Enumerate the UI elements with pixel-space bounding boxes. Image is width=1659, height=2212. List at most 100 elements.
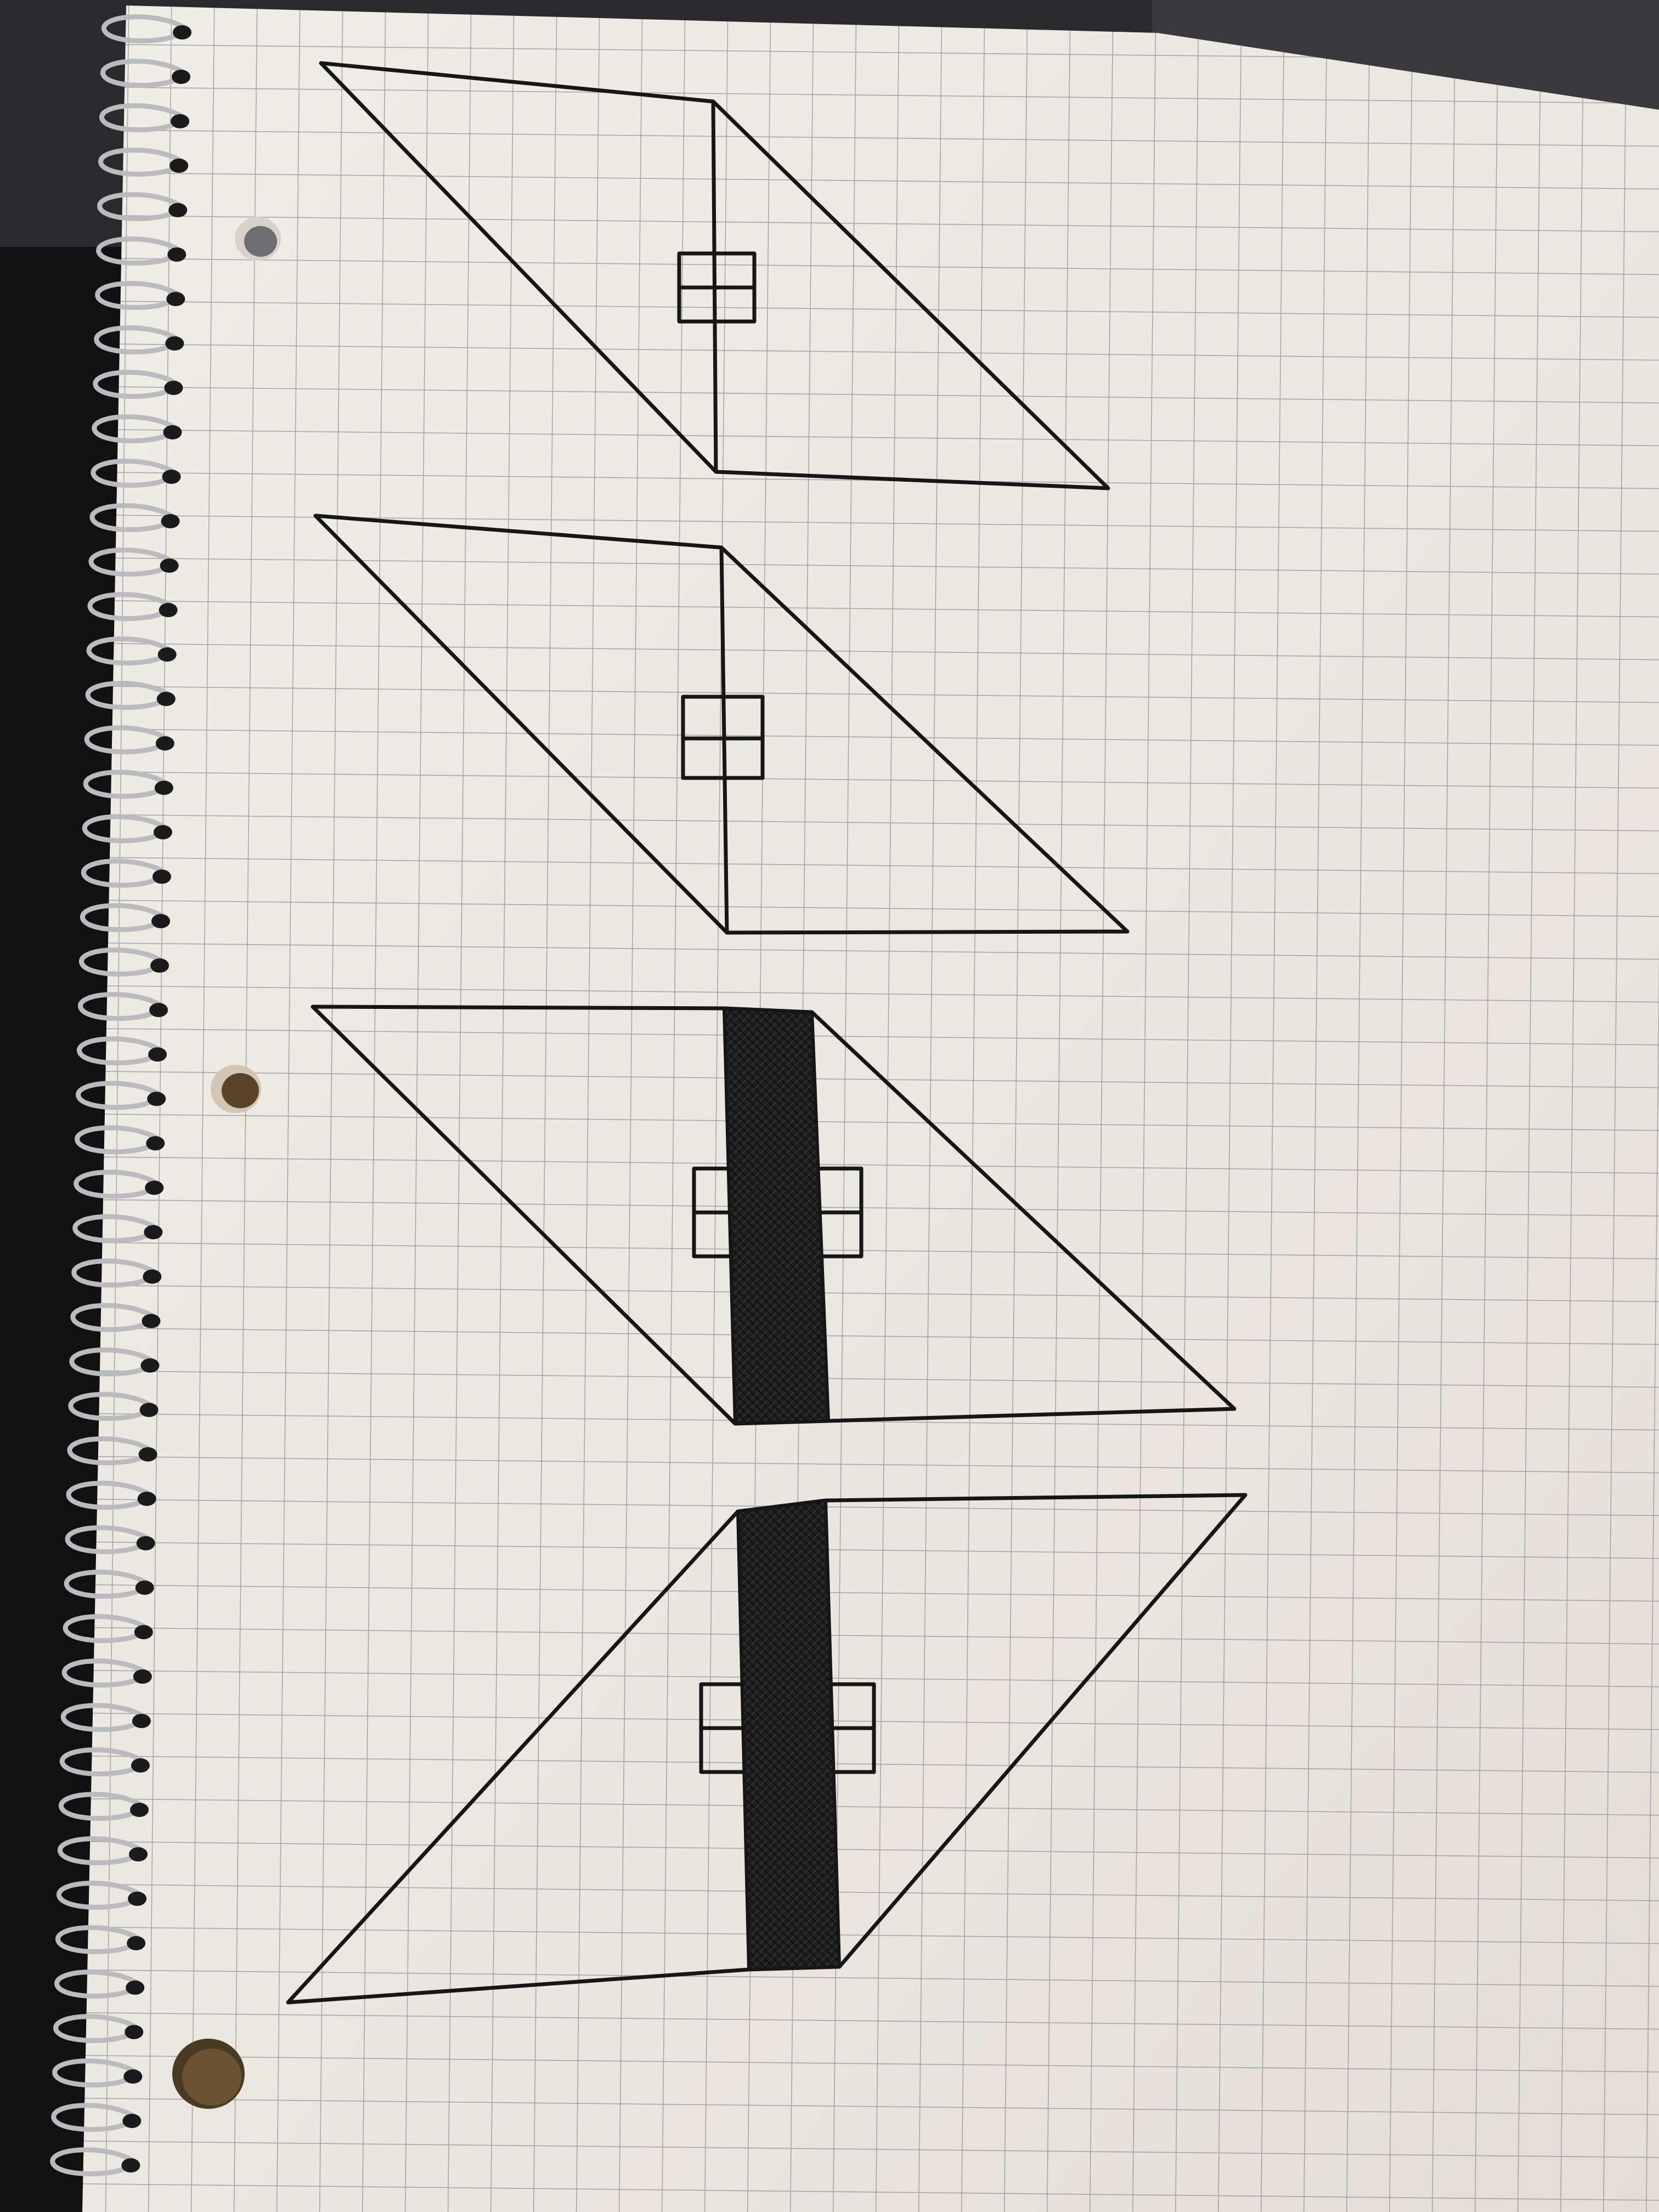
spiral-hole xyxy=(159,603,178,617)
spiral-hole xyxy=(166,292,185,306)
diagram-4 xyxy=(286,1493,1248,2005)
spiral-coil xyxy=(95,281,183,310)
spiral-coil xyxy=(96,236,184,266)
spiral-coil xyxy=(58,1836,145,1865)
spiral-coil xyxy=(50,2147,138,2176)
diagram-3 xyxy=(311,1005,1237,1426)
spiral-coil xyxy=(65,1525,153,1554)
spiral-coil xyxy=(83,770,171,799)
spiral-hole xyxy=(152,870,171,884)
spiral-hole xyxy=(139,1403,159,1417)
hole-bottom-inner xyxy=(182,2049,241,2106)
spiral-hole xyxy=(143,1269,162,1284)
spiral-hole xyxy=(164,381,183,395)
spiral-coil xyxy=(63,1614,151,1643)
spiral-hole xyxy=(147,1092,166,1106)
spiral-hole xyxy=(170,159,189,173)
spiral-hole xyxy=(122,2114,142,2128)
spiral-hole xyxy=(136,1536,155,1550)
diagram-1 xyxy=(319,61,1110,490)
spiral-coil xyxy=(60,1703,149,1732)
spiral-hole xyxy=(129,1847,148,1861)
spiral-hole xyxy=(150,958,170,973)
spiral-hole xyxy=(153,825,172,839)
spiral-coil xyxy=(59,1792,146,1821)
spiral-coil xyxy=(94,325,182,354)
spiral-hole xyxy=(121,2158,140,2172)
spiral-hole xyxy=(172,70,191,84)
spiral-hole xyxy=(135,1581,154,1595)
spiral-hole xyxy=(131,1758,150,1773)
spiral-coil xyxy=(68,1392,156,1421)
spiral-hole xyxy=(123,2069,143,2084)
spiral-coil xyxy=(79,947,167,977)
spiral-hole xyxy=(160,558,179,573)
spiral-coil xyxy=(97,192,185,221)
spiral-coil xyxy=(59,1747,148,1776)
hole-middle-inner xyxy=(222,1073,259,1108)
spiral-hole xyxy=(134,1625,153,1639)
spiral-coil xyxy=(87,592,176,621)
spiral-binding xyxy=(50,14,191,2176)
spiral-coil xyxy=(99,103,187,132)
spiral-hole xyxy=(151,914,170,928)
spiral-coil xyxy=(67,1436,155,1465)
spiral-hole xyxy=(148,1047,167,1062)
spiral-hole xyxy=(171,114,190,128)
diagram-1-parallelogram xyxy=(319,61,1110,490)
spiral-coil xyxy=(61,1658,150,1688)
diagram-3-filled-bar xyxy=(723,1007,830,1425)
spiral-hole xyxy=(142,1314,161,1328)
spiral-hole xyxy=(127,1936,146,1950)
spiral-coil xyxy=(88,548,177,577)
spiral-coil xyxy=(54,1970,142,1999)
spiral-hole xyxy=(126,1980,145,1995)
spiral-coil xyxy=(91,459,178,488)
spiral-hole xyxy=(146,1136,165,1150)
spiral-coil xyxy=(57,1881,144,1910)
spiral-coil xyxy=(52,2058,140,2087)
spiral-hole xyxy=(157,647,177,662)
punched-holes xyxy=(172,217,281,2109)
spiral-coil xyxy=(69,1347,157,1376)
spiral-coil xyxy=(76,1081,163,1110)
grid-lines xyxy=(82,5,1659,2212)
spiral-coil xyxy=(53,2014,141,2043)
spiral-coil xyxy=(85,681,173,710)
spiral-hole xyxy=(167,247,187,262)
spiral-hole xyxy=(155,736,174,751)
diagram-2-parallelogram xyxy=(313,514,1130,935)
spiral-coil xyxy=(77,1036,165,1065)
spiral-coil xyxy=(71,1259,159,1288)
spiral-hole xyxy=(137,1492,156,1506)
spiral-hole xyxy=(149,1003,168,1017)
spiral-hole xyxy=(173,25,191,40)
spiral-hole xyxy=(162,470,181,484)
spiral-coil xyxy=(70,1303,158,1332)
spiral-coil xyxy=(74,1170,161,1199)
diagram-4-filled-bar xyxy=(736,1499,841,1971)
spiral-coil xyxy=(100,59,188,88)
spiral-hole xyxy=(145,1181,164,1195)
spiral-coil xyxy=(78,992,166,1021)
spiral-hole xyxy=(125,2025,144,2039)
spiral-hole xyxy=(133,1669,152,1684)
spiral-hole xyxy=(128,1892,147,1906)
spiral-coil xyxy=(64,1570,152,1599)
spiral-hole xyxy=(129,1803,149,1817)
diagram-2 xyxy=(313,514,1130,935)
ink-drawings xyxy=(286,61,1248,2005)
spiral-hole xyxy=(163,425,182,439)
spiral-hole xyxy=(156,692,176,706)
spiral-hole xyxy=(138,1447,157,1462)
spiral-hole xyxy=(144,1225,163,1239)
spiral-coil xyxy=(80,903,168,932)
spiral-coil xyxy=(72,1214,160,1243)
spiral-coil xyxy=(89,503,178,532)
spiral-hole xyxy=(132,1714,151,1728)
spiral-coil xyxy=(92,414,179,443)
spiral-hole xyxy=(140,1358,160,1373)
spiral-coil xyxy=(55,1925,143,1954)
